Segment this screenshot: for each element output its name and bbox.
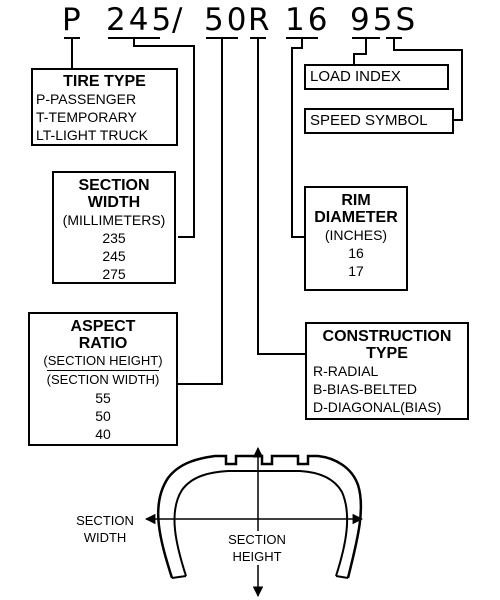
load-index-box: LOAD INDEX [304, 64, 449, 90]
rim-diameter-title-2: DIAMETER [314, 209, 398, 226]
section-width-title-2: WIDTH [87, 194, 141, 211]
construction-type-line-2: B-BIAS-BELTED [313, 381, 417, 397]
aspect-ratio-value-1: 55 [95, 390, 111, 406]
aspect-ratio-denominator: (SECTION WIDTH) [46, 370, 160, 387]
code-slash: / [172, 2, 186, 38]
code-prefix: P [62, 2, 84, 38]
section-width-value-3: 275 [102, 266, 126, 282]
section-width-unit: (MILLIMETERS) [62, 212, 166, 228]
code-service: 95S [350, 2, 419, 38]
aspect-ratio-title-1: ASPECT [70, 318, 136, 335]
section-width-label-2: WIDTH [83, 530, 127, 545]
aspect-ratio-box: ASPECT RATIO (SECTION HEIGHT) (SECTION W… [28, 312, 178, 446]
aspect-ratio-value-2: 50 [95, 408, 111, 424]
construction-type-title-2: TYPE [366, 345, 408, 362]
section-height-label: SECTION HEIGHT [212, 531, 302, 565]
tire-type-line-1: P-PASSENGER [36, 91, 137, 107]
section-width-value-2: 245 [102, 248, 126, 264]
construction-type-line-3: D-DIAGONAL(BIAS) [313, 399, 442, 415]
code-ratio: 50 [204, 2, 250, 38]
aspect-ratio-value-3: 40 [95, 426, 111, 442]
section-height-label-1: SECTION [228, 532, 286, 547]
tire-type-title: TIRE TYPE [63, 73, 146, 90]
section-width-box: SECTION WIDTH (MILLIMETERS) 235 245 275 [52, 171, 176, 284]
code-construction: R [248, 2, 273, 38]
section-width-title-1: SECTION [78, 177, 150, 194]
aspect-ratio-title-2: RATIO [78, 335, 128, 352]
rim-diameter-value-2: 17 [348, 263, 364, 279]
construction-type-box: CONSTRUCTION TYPE R-RADIAL B-BIAS-BELTED… [305, 322, 469, 420]
code-rim: 16 [285, 2, 331, 38]
speed-symbol-box: SPEED SYMBOL [304, 108, 454, 134]
section-width-label: SECTION WIDTH [66, 512, 144, 546]
construction-type-line-1: R-RADIAL [313, 363, 379, 379]
tire-type-box: TIRE TYPE P-PASSENGER T-TEMPORARY LT-LIG… [31, 68, 178, 146]
rim-diameter-box: RIM DIAMETER (INCHES) 16 17 [304, 186, 408, 291]
section-width-label-1: SECTION [76, 513, 134, 528]
tire-type-line-2: T-TEMPORARY [36, 109, 137, 125]
rim-diameter-unit: (INCHES) [324, 227, 388, 243]
aspect-ratio-numerator: (SECTION HEIGHT) [43, 353, 163, 368]
section-height-label-2: HEIGHT [232, 549, 282, 564]
tire-type-line-3: LT-LIGHT TRUCK [36, 127, 149, 143]
rim-diameter-value-1: 16 [348, 245, 364, 261]
construction-type-title-1: CONSTRUCTION [322, 328, 452, 345]
rim-diameter-title-1: RIM [341, 192, 371, 209]
section-width-value-1: 235 [102, 230, 126, 246]
code-width: 245 [106, 2, 175, 38]
